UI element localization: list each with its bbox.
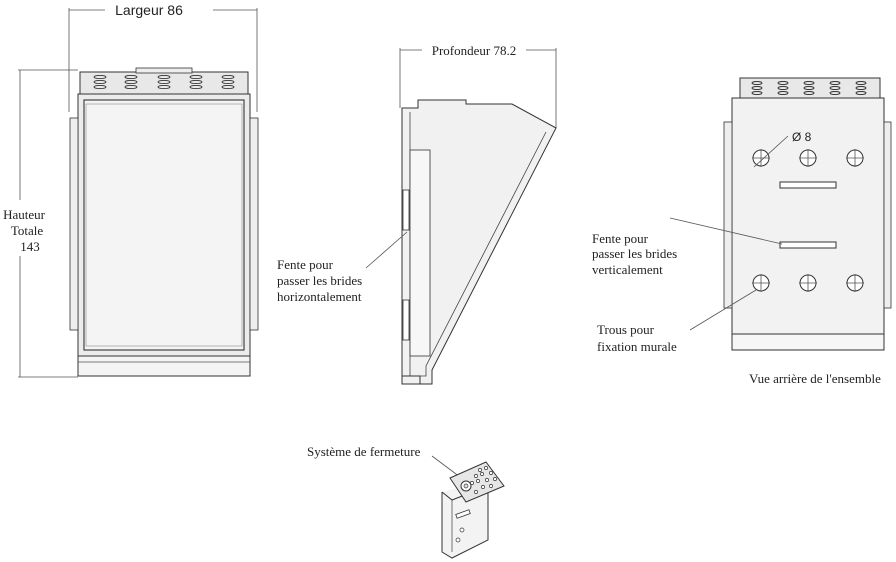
width-label: Largeur 86 — [115, 2, 183, 18]
rear-view-caption: Vue arrière de l'ensemble — [749, 371, 881, 386]
depth-label: Profondeur 78.2 — [432, 43, 517, 58]
rear-mount-label-line1: Trous pour — [597, 322, 655, 337]
hole-diameter-label: Ø 8 — [792, 130, 812, 144]
rear-top-grille — [739, 77, 881, 99]
front-left-rail — [69, 117, 79, 331]
closure-rivet-1 — [459, 527, 465, 533]
rear-view: Ø 8 Fente pour passer les brides vertica… — [592, 77, 892, 386]
front-grille-slots — [93, 74, 235, 90]
height-label-line3: 143 — [20, 239, 40, 254]
rear-base — [731, 333, 885, 351]
rear-right-rail — [883, 121, 892, 309]
side-slot-label-line3: horizontalement — [277, 289, 362, 304]
closure-slot — [455, 509, 471, 519]
height-label-line2: Totale — [11, 223, 44, 238]
rear-slot-upper — [779, 181, 837, 189]
side-slot-leader — [365, 231, 408, 269]
front-view: Largeur 86 Hauteur Totale 143 — [3, 2, 259, 378]
rear-mount-leader — [689, 289, 757, 331]
closure-view: Système de fermeture — [307, 444, 505, 559]
front-right-rail — [249, 117, 259, 331]
side-bracket — [409, 149, 431, 357]
side-view: Profondeur 78.2 Fente pour passer les br… — [277, 43, 557, 385]
rear-slot-label-line2: passer les brides — [592, 246, 677, 261]
rear-slot-leader — [669, 217, 783, 245]
rear-grille-slots — [751, 81, 867, 95]
closure-rivet-2 — [455, 537, 461, 543]
side-slot-lower — [402, 299, 410, 341]
closure-lock-core — [463, 483, 469, 489]
front-top-tab — [135, 67, 193, 74]
closure-perforations — [470, 466, 497, 494]
front-door-panel — [83, 99, 245, 351]
rear-slot-label-line3: verticalement — [592, 262, 663, 277]
rear-holes-top — [752, 149, 864, 167]
side-bottom-hook — [401, 375, 421, 384]
rear-holes-bottom — [752, 274, 864, 292]
rear-mount-label-line2: fixation murale — [597, 339, 677, 354]
closure-label: Système de fermeture — [307, 444, 421, 459]
front-base — [77, 355, 251, 377]
front-door-inner-edge — [85, 103, 243, 347]
side-slot-label-line1: Fente pour — [277, 257, 334, 272]
side-slot-upper — [402, 189, 410, 231]
side-slot-label-line2: passer les brides — [277, 273, 362, 288]
rear-slot-lower — [779, 241, 837, 249]
rear-left-rail — [723, 121, 733, 309]
side-body-profile — [401, 99, 557, 385]
height-label-line1: Hauteur — [3, 207, 46, 222]
rear-slot-label-line1: Fente pour — [592, 231, 649, 246]
hole-diameter-leader — [753, 135, 789, 168]
